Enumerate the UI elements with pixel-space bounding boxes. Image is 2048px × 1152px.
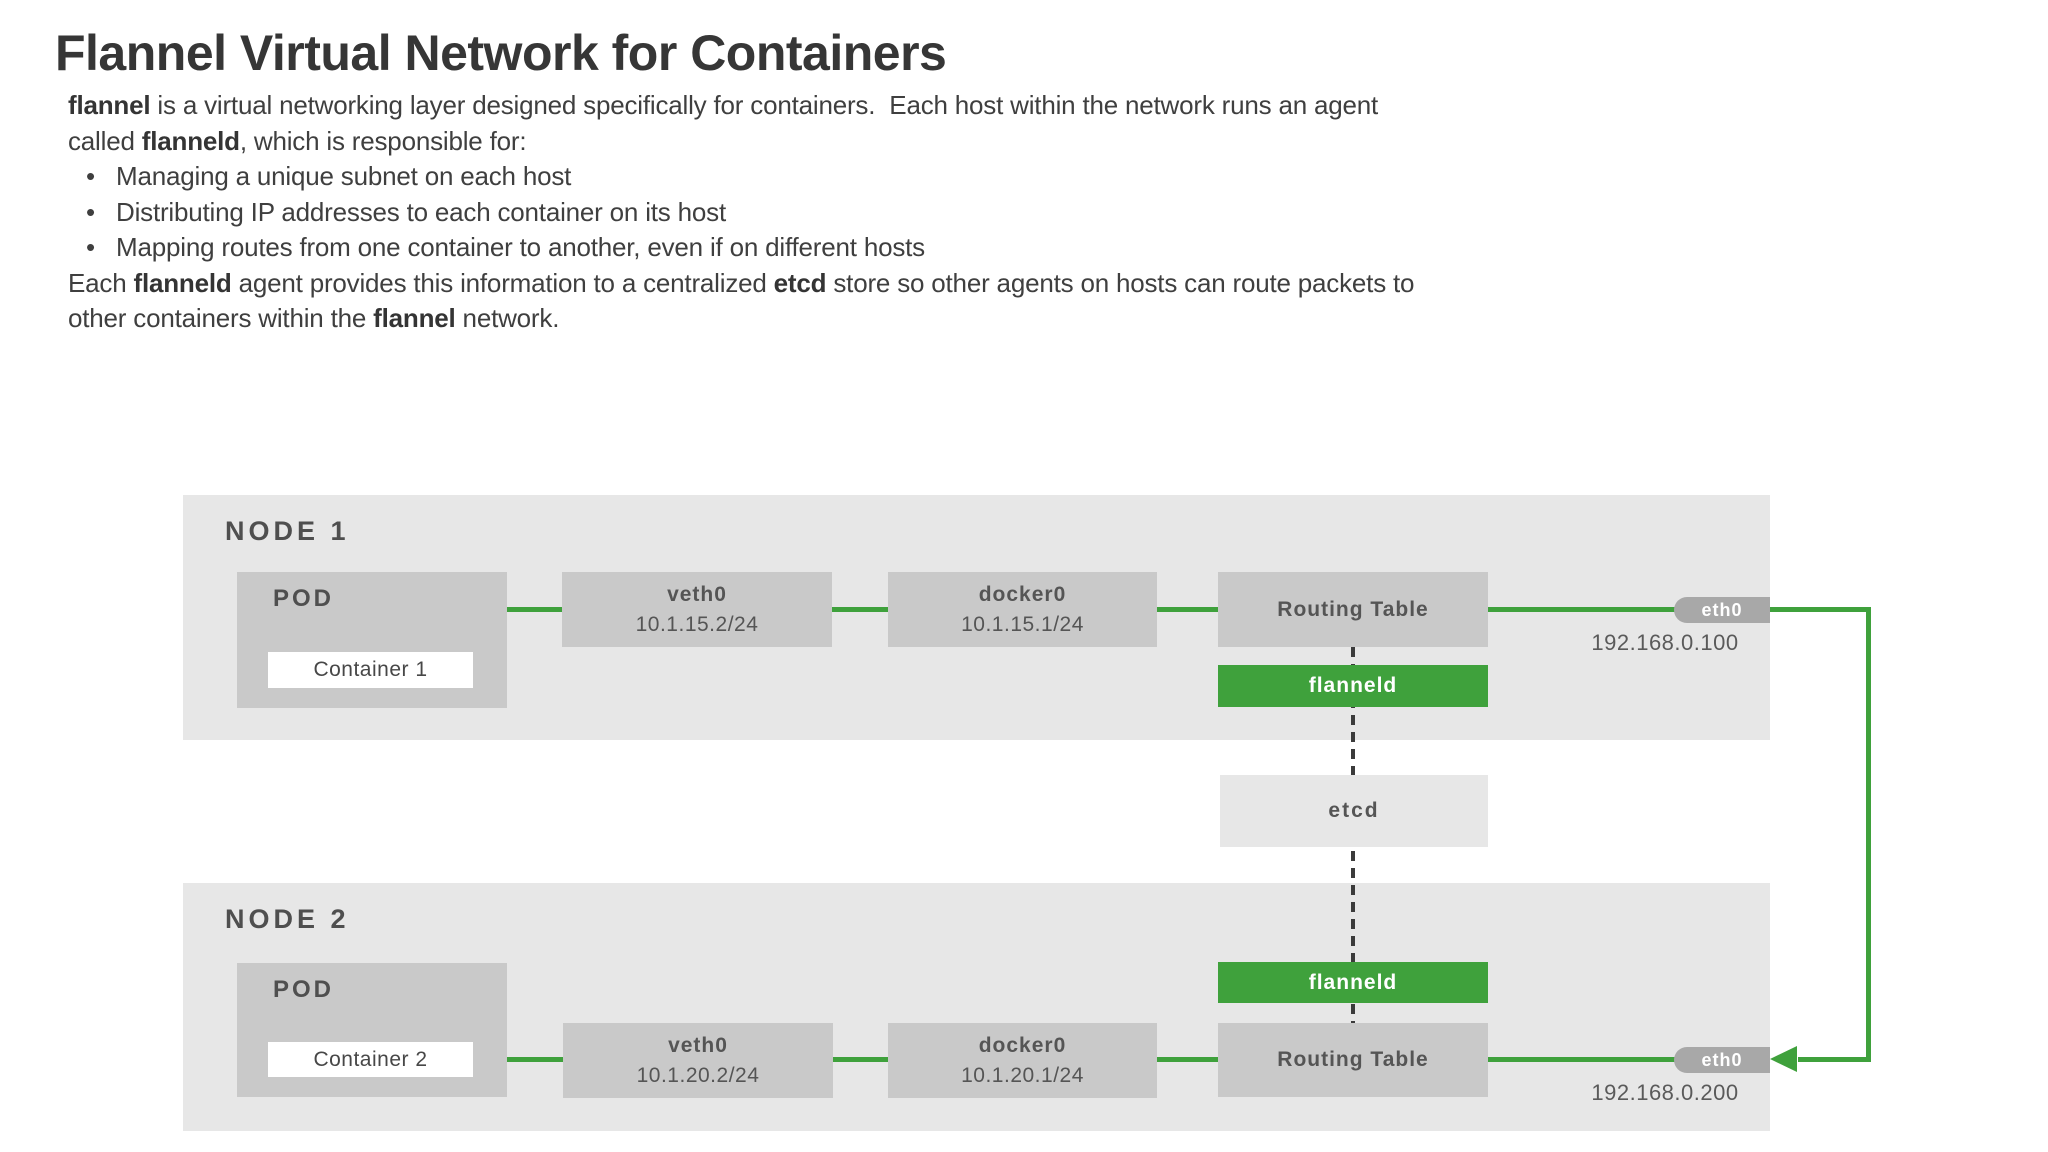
node2-veth-name: veth0	[668, 1033, 728, 1057]
node2-veth-ip: 10.1.20.2/24	[636, 1063, 760, 1087]
bullet-item: •Managing a unique subnet on each host	[68, 159, 1568, 195]
link-pod1-veth1	[507, 607, 562, 612]
node1-veth-ip: 10.1.15.2/24	[635, 612, 759, 636]
node1-routing-table-box: Routing Table	[1218, 572, 1488, 647]
bullet-icon: •	[86, 161, 95, 191]
node1-eth0-ip: 192.168.0.100	[1591, 630, 1739, 655]
page-title: Flannel Virtual Network for Containers	[55, 25, 947, 81]
node2-pod-label: POD	[273, 976, 335, 1003]
node2-container-box: Container 2	[268, 1042, 473, 1077]
node1-docker-box: docker0 10.1.15.1/24	[888, 572, 1157, 647]
bullet-icon: •	[86, 232, 95, 262]
link-veth2-docker2	[833, 1057, 888, 1062]
node2-flanneld-box: flanneld	[1218, 962, 1488, 1003]
node2-veth-box: veth0 10.1.20.2/24	[563, 1023, 833, 1098]
node1-eth0-pill: eth0	[1674, 597, 1770, 623]
bullet-item: •Mapping routes from one container to an…	[68, 230, 1568, 266]
intro-line-4: other containers within the flannel netw…	[68, 303, 560, 333]
link-docker2-routing2	[1157, 1057, 1218, 1062]
node1-docker-ip: 10.1.15.1/24	[961, 612, 1084, 636]
link-node1-node2-vertical	[1866, 607, 1871, 1062]
link-veth1-docker1	[832, 607, 888, 612]
node2-docker-ip: 10.1.20.1/24	[961, 1063, 1084, 1087]
node1-docker-name: docker0	[978, 582, 1067, 606]
node2-routing-table-box: Routing Table	[1218, 1023, 1488, 1097]
arrow-left-icon	[1770, 1046, 1797, 1072]
intro-text: flannel is a virtual networking layer de…	[68, 88, 1568, 337]
link-routing2-eth2	[1488, 1057, 1770, 1062]
intro-line-1: flannel is a virtual networking layer de…	[68, 90, 1379, 120]
node2-eth0-ip: 192.168.0.200	[1591, 1080, 1739, 1105]
intro-line-3: Each flanneld agent provides this inform…	[68, 267, 1415, 298]
node2-title: NODE 2	[225, 904, 350, 934]
node2-eth0-pill: eth0	[1674, 1047, 1770, 1073]
link-pod2-veth2	[507, 1057, 563, 1062]
bullet-icon: •	[86, 196, 95, 227]
node1-flanneld-box: flanneld	[1218, 665, 1488, 707]
node1-veth-name: veth0	[667, 582, 727, 606]
intro-line-2: called flanneld, which is responsible fo…	[68, 125, 527, 156]
node1-container-box: Container 1	[268, 652, 473, 688]
node1-veth-box: veth0 10.1.15.2/24	[562, 572, 832, 647]
bullet-item: •Distributing IP addresses to each conta…	[68, 195, 1568, 231]
link-vertical-eth2	[1798, 1057, 1871, 1062]
node2-docker-box: docker0 10.1.20.1/24	[888, 1023, 1157, 1098]
node2-docker-name: docker0	[978, 1033, 1067, 1057]
link-docker1-routing1	[1157, 607, 1218, 612]
node1-pod-label: POD	[273, 585, 335, 612]
etcd-box: etcd	[1220, 775, 1488, 847]
node1-title: NODE 1	[225, 516, 350, 546]
